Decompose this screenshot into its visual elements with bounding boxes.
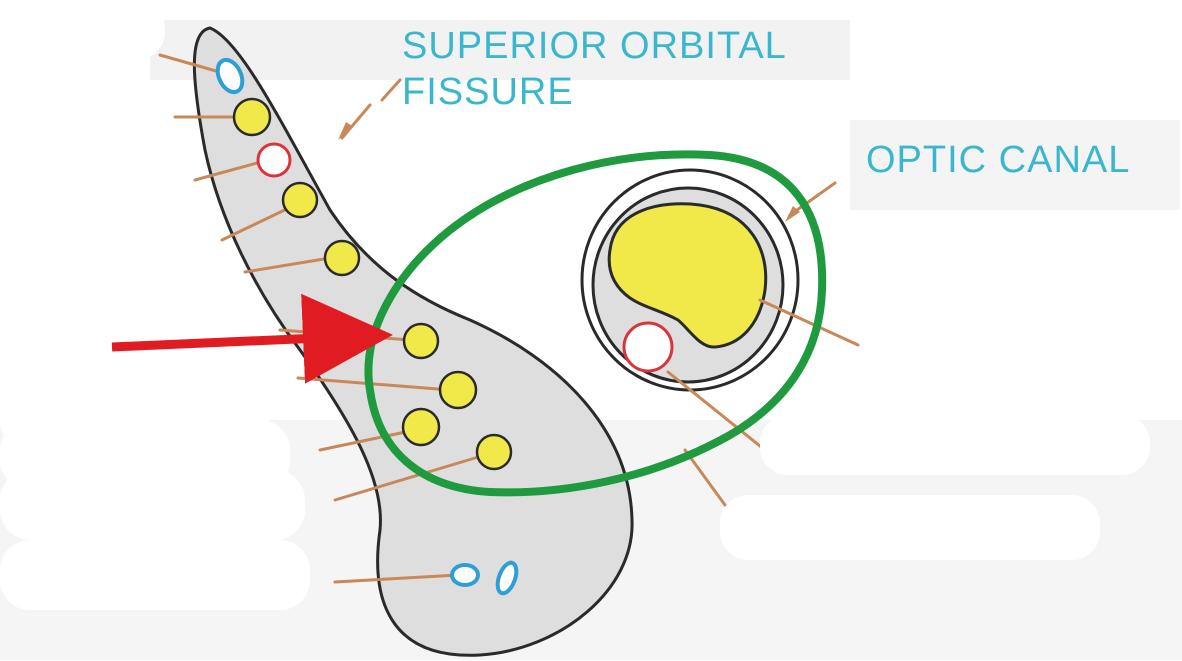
nerve-7 [475,433,513,471]
redaction-blobs [0,0,1150,610]
optic-label-arrowhead [785,206,800,222]
nerve-5 [438,370,478,410]
nerve-3 [323,239,361,277]
nerve-6 [401,407,441,447]
red-pointer-arrow [111,293,393,384]
optic-nerve [607,202,768,349]
sof-label-arrowhead [338,122,352,140]
nerve-1 [232,97,272,137]
nerve-2 [281,181,319,219]
ophthalmic-artery [622,321,674,373]
vessel-circle [256,142,292,178]
nerves [232,97,513,471]
optic-canal-label: OPTIC CANAL [866,139,1130,181]
nerve-4 [402,322,440,360]
inferior-ophthalmic-vein-1 [450,563,480,587]
superior-orbital-fissure-label-line-2: FISSURE [402,71,574,113]
inferior-ophthalmic-vein-2 [495,560,519,596]
superior-ophthalmic-vein [215,57,245,95]
superior-orbital-fissure-label-line-1: SUPERIOR ORBITAL [402,25,787,67]
annulus-ring [364,150,827,497]
